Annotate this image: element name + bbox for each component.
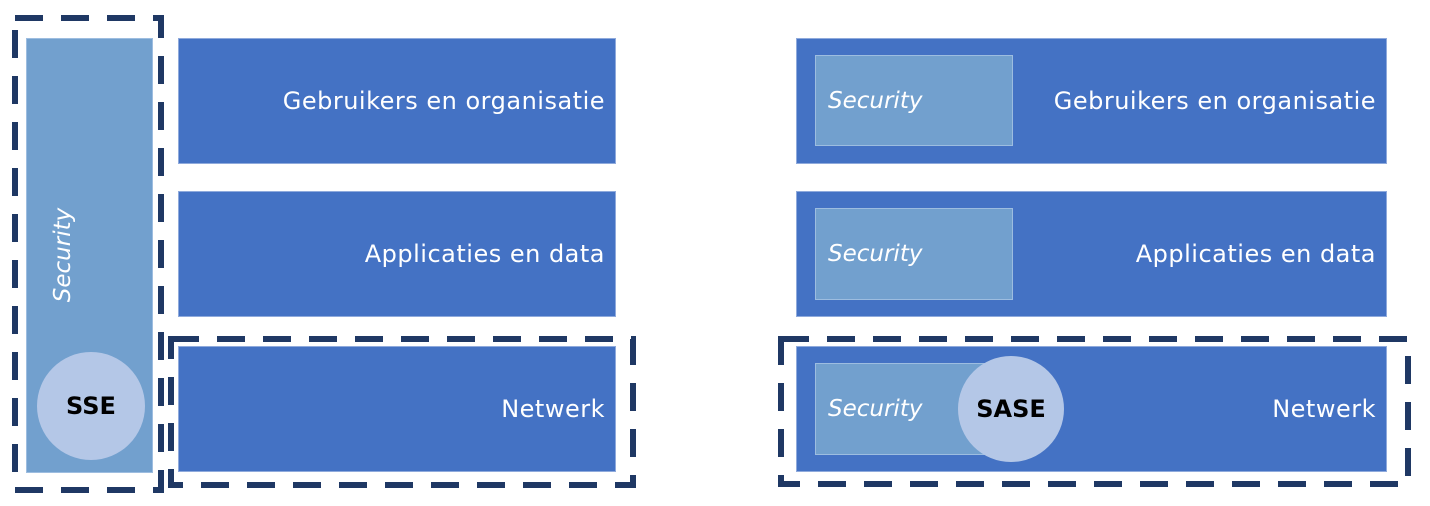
netwerk-dashed-outline-left — [168, 336, 636, 488]
security-label: Security — [828, 241, 923, 267]
layer-label: Gebruikers en organisatie — [282, 87, 605, 115]
layer-netwerk: Netwerk — [178, 346, 616, 472]
sse-badge: SSE — [37, 352, 145, 460]
layer-label: Applicaties en data — [1135, 240, 1376, 268]
sase-badge: SASE — [958, 356, 1064, 462]
security-box: Security — [815, 55, 1013, 146]
layer-applicaties-en-data: Applicaties en data — [178, 191, 616, 317]
security-label: Security — [828, 87, 923, 114]
security-box: Security — [815, 208, 1013, 300]
layer-netwerk: Security Netwerk — [796, 346, 1387, 472]
security-box: Security — [815, 363, 985, 455]
layer-label: Netwerk — [501, 395, 605, 423]
netwerk-dashed-outline-right — [778, 336, 1411, 487]
layer-label: Netwerk — [1272, 395, 1376, 423]
sse-dashed-outline — [12, 15, 164, 493]
security-label: Security — [828, 396, 923, 422]
layer-label: Gebruikers en organisatie — [1053, 87, 1376, 115]
layer-gebruikers-en-organisatie: Gebruikers en organisatie — [178, 38, 616, 164]
layer-applicaties-en-data: Security Applicaties en data — [796, 191, 1387, 317]
layer-label: Applicaties en data — [364, 240, 605, 268]
layer-gebruikers-en-organisatie: Security Gebruikers en organisatie — [796, 38, 1387, 164]
